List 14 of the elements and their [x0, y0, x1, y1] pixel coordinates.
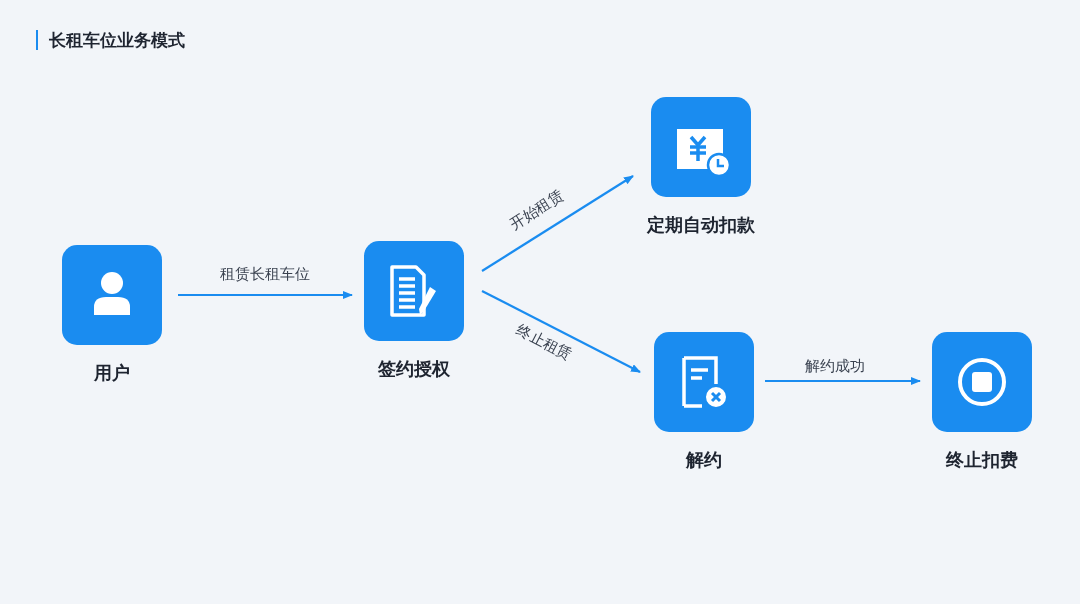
arrow [178, 291, 353, 299]
node-label: 定期自动扣款 [646, 213, 756, 237]
node-label: 用户 [93, 361, 131, 385]
arrow [765, 377, 921, 385]
node-label: 解约 [684, 448, 723, 472]
arrow [481, 175, 634, 272]
edge-label: 终止租赁 [512, 320, 575, 366]
arrow [481, 290, 641, 373]
diagram-title: 长租车位业务模式 [36, 30, 185, 50]
edge-label: 解约成功 [804, 356, 865, 376]
edge-label: 开始租赁 [506, 186, 568, 235]
edge-label: 租赁长租车位 [220, 264, 310, 284]
node-label: 终止扣费 [944, 448, 1019, 472]
node-label: 签约授权 [377, 357, 451, 381]
